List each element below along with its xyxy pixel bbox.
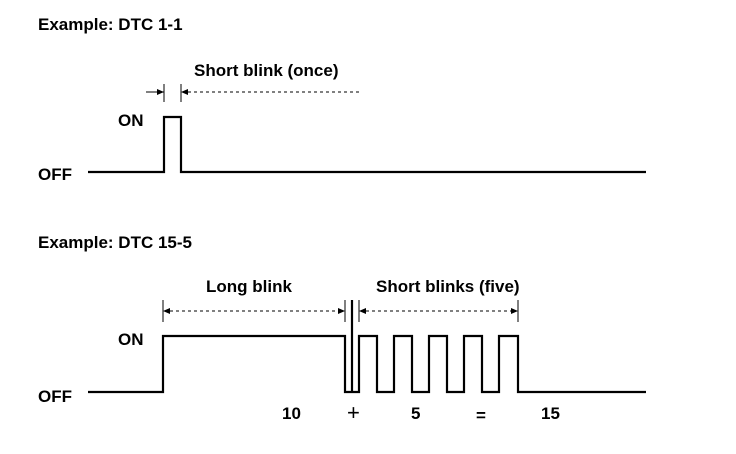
example-2-signal-waveform [88,334,646,394]
short-blink-label: Short blink (once) [194,61,339,80]
example-2-panel: Example: DTC 15-5 Long blink Short blink… [38,233,646,425]
short-blinks-right-arrowhead [511,308,518,314]
example-1-title: Example: DTC 1-1 [38,15,183,34]
long-blink-left-arrowhead [163,308,170,314]
short-blink-right-arrowhead [181,89,188,95]
long-blink-right-arrowhead [338,308,345,314]
example-2-off-label: OFF [38,387,72,406]
equation-short-count: 5 [411,404,420,423]
example-2-title: Example: DTC 15-5 [38,233,192,252]
example-2-on-label: ON [118,330,144,349]
example-1-on-label: ON [118,111,144,130]
equation-result: 15 [541,404,560,423]
short-blinks-label: Short blinks (five) [376,277,520,296]
equation-plus-sign: + [347,400,360,425]
short-blinks-left-arrowhead [359,308,366,314]
example-1-signal-waveform [88,115,646,174]
equation-equals-sign: = [476,406,486,425]
example-1-off-label: OFF [38,165,72,184]
equation-long-count: 10 [282,404,301,423]
short-blink-left-arrowhead [157,89,164,95]
long-blink-label: Long blink [206,277,292,296]
example-1-panel: Example: DTC 1-1 Short blink (once) ON O… [38,15,646,184]
